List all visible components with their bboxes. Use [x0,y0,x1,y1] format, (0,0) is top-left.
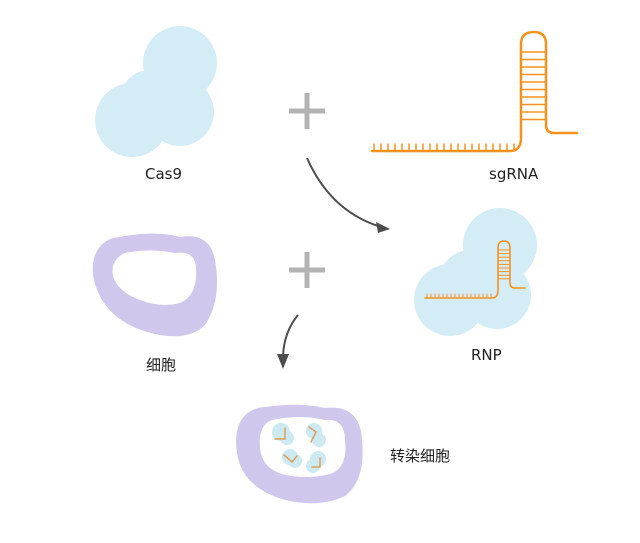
rnp-complex [414,208,537,336]
transfected-cell-label: 转染细胞 [390,447,451,465]
plus-icon-bottom [289,252,325,288]
plus-icon-top [289,93,325,129]
sgrna-structure [370,30,579,153]
transfected-cell-shape [236,404,363,504]
rnp-label: RNP [471,346,502,364]
cell-label: 细胞 [146,356,177,374]
cas9-protein-shape [95,26,217,157]
arrow-to-rnp [306,157,390,233]
cell-shape [92,233,218,337]
cas9-label: Cas9 [145,165,183,183]
arrow-to-transfected-cell [277,314,299,369]
sgrna-label: sgRNA [489,165,539,183]
